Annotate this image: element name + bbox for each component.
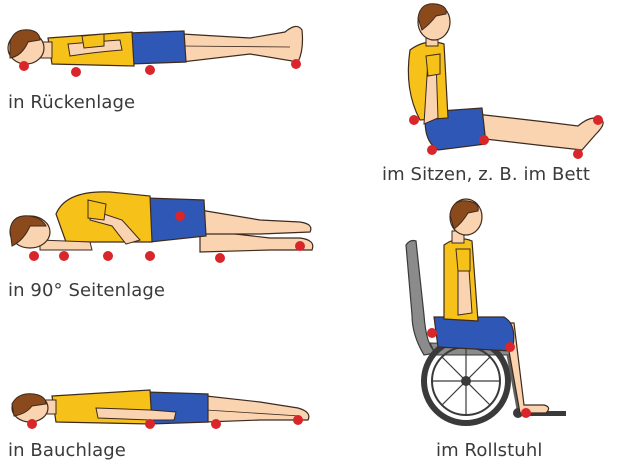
pressure-point bbox=[29, 251, 39, 261]
pressure-point bbox=[291, 59, 301, 69]
pressure-point bbox=[71, 67, 81, 77]
pressure-point bbox=[427, 328, 437, 338]
figure-wheelchair bbox=[396, 205, 636, 431]
caption-wheelchair: im Rollstuhl bbox=[436, 440, 542, 461]
pressure-point bbox=[175, 211, 185, 221]
pressure-point bbox=[505, 342, 515, 352]
pressure-point bbox=[295, 241, 305, 251]
pressure-point bbox=[19, 61, 29, 71]
figure-prone bbox=[0, 372, 320, 432]
pressure-point bbox=[409, 115, 419, 125]
pressure-point bbox=[521, 408, 531, 418]
pressure-point bbox=[573, 149, 583, 159]
pressure-point bbox=[145, 251, 155, 261]
caption-prone: in Bauchlage bbox=[8, 440, 126, 461]
pressure-point bbox=[145, 65, 155, 75]
figure-sitting-bed bbox=[396, 0, 616, 165]
pressure-point bbox=[103, 251, 113, 261]
figure-supine bbox=[0, 0, 320, 90]
figure-side-90 bbox=[0, 180, 320, 265]
pressure-point bbox=[27, 419, 37, 429]
pressure-point bbox=[145, 419, 155, 429]
pressure-point bbox=[593, 115, 603, 125]
caption-supine: in Rückenlage bbox=[8, 92, 135, 113]
pressure-point bbox=[427, 145, 437, 155]
caption-side-90: in 90° Seitenlage bbox=[8, 280, 165, 301]
caption-sitting-bed: im Sitzen, z. B. im Bett bbox=[382, 164, 590, 185]
pressure-point bbox=[479, 135, 489, 145]
pressure-point bbox=[215, 253, 225, 263]
pressure-point bbox=[293, 415, 303, 425]
pressure-point bbox=[59, 251, 69, 261]
pressure-point bbox=[211, 419, 221, 429]
